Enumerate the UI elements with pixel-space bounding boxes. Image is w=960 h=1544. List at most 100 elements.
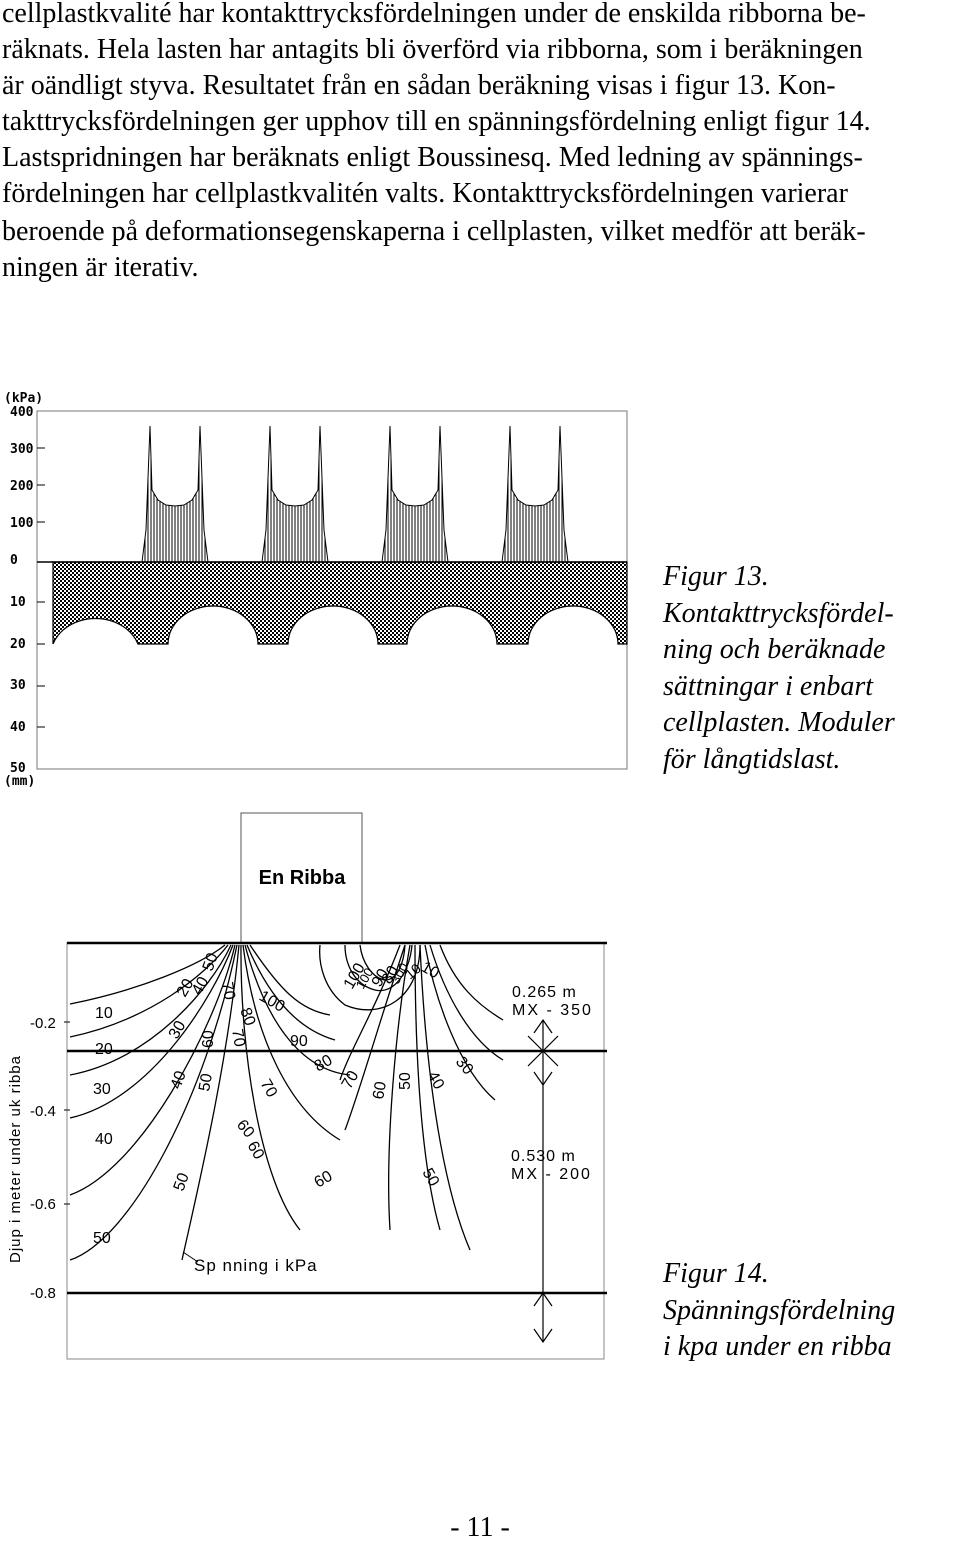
body-line: ningen är iterativ.: [2, 252, 199, 283]
contour-line: [69, 944, 229, 1038]
contour-label: 20: [95, 1041, 113, 1058]
contour-label: 80: [236, 1006, 258, 1029]
dimension-arrow-up: [533, 1291, 553, 1307]
rib-box: [240, 812, 363, 944]
contour-label: 10: [95, 1005, 113, 1022]
contour-label: 50: [419, 1166, 443, 1190]
stress-leader-line: [182, 1251, 199, 1263]
contour-line: [244, 944, 351, 1076]
contour-label: 60: [200, 1030, 217, 1048]
rib-label: En Ribba: [259, 867, 347, 889]
contour-line: [424, 944, 496, 1101]
contour-label: 60: [370, 1080, 390, 1101]
figure-13-caption-line: ning och beräknade: [663, 634, 886, 665]
figure-13-caption-line: Figur 13.: [663, 561, 769, 592]
dimension-1-max: MX - 350: [512, 1002, 593, 1019]
settlement-tick-30: 30: [10, 678, 26, 693]
body-line: takttrycksfördelningen ger upphov till e…: [2, 106, 871, 137]
figure-14-caption-line: i kpa under en ribba: [663, 1331, 892, 1362]
dimension-arrow-up: [533, 1018, 553, 1034]
dimension-2-depth: 0.530 m: [511, 1148, 576, 1165]
pressure-tick-0: 0: [10, 553, 18, 568]
contour-line: [344, 944, 413, 992]
depth-tick-0-4: -0.4: [30, 1103, 56, 1120]
contour-label: 30: [93, 1081, 111, 1098]
contour-line: [339, 944, 401, 1081]
figure-13-caption-line: för långtidslast.: [663, 743, 841, 775]
settlement-tick-40: 40: [10, 720, 26, 735]
figure-13-caption-line: cellplasten. Moduler: [663, 707, 895, 738]
contour-label: 90: [290, 1033, 308, 1050]
contour-line: [181, 944, 240, 1261]
contact-pressure-series: [112, 425, 569, 563]
contour-label: 40: [168, 1069, 190, 1092]
dimension-tick: [527, 1035, 559, 1067]
contour-label: 20: [174, 976, 198, 1000]
figure-14-caption-line: Figur 14.: [663, 1258, 769, 1289]
settlement-profile: [52, 561, 628, 645]
contour-lines: [69, 944, 504, 1261]
contour-line: [419, 944, 471, 1251]
pressure-tick-400: 400: [10, 405, 34, 420]
settlement-unit-label: (mm): [4, 774, 35, 789]
dimension-1-depth: 0.265 m: [512, 984, 577, 1001]
body-line: fördelningen har cellplastkvalitén valts…: [2, 178, 848, 209]
contact-pressure-peak-4: [501, 425, 569, 563]
contour-line: [388, 944, 411, 1231]
contour-label: 70: [218, 981, 238, 1002]
figure-14-caption-line: Spänningsfördelning: [663, 1294, 896, 1326]
contact-pressure-peak-3: [381, 425, 449, 563]
contour-label: 10: [418, 959, 442, 983]
dimension-2-max: MX - 200: [511, 1166, 592, 1183]
contour-label: 90: [369, 966, 393, 990]
contour-label: 70: [339, 1068, 363, 1092]
contour-line: [69, 944, 226, 1005]
contour-label: 40: [95, 1131, 113, 1148]
depth-tick-0-6: -0.6: [30, 1196, 56, 1213]
contour-label: 40: [189, 974, 213, 998]
contour-label: 50: [171, 1171, 193, 1194]
dimension-markers: [527, 1018, 559, 1344]
figure-14-caption: Figur 14. Spänningsfördelning i kpa unde…: [663, 1256, 895, 1366]
contour-line: [240, 944, 301, 1231]
contour-label: 80: [312, 1052, 336, 1076]
contour-line: [249, 944, 331, 1016]
body-line: räknats. Hela lasten har antagits bli öv…: [2, 34, 863, 65]
contact-pressure-peak-1: [112, 425, 209, 563]
depth-tick-0-8: -0.8: [30, 1285, 56, 1302]
contour-label: 50: [196, 1072, 216, 1093]
figure-13-caption-line: sättningar i enbart: [663, 670, 874, 702]
contour-line: [69, 944, 232, 1076]
body-line: cellplastkvalité har kontakttrycksfördel…: [2, 0, 866, 29]
figure-13-caption: Figur 13. Kontakttrycksfördel- ning och …: [663, 559, 895, 778]
contour-line: [414, 944, 441, 1231]
pressure-tick-200: 200: [10, 479, 34, 494]
contour-label: 80: [379, 963, 403, 987]
contour-line: [246, 944, 336, 1041]
settlement-tick-50: 50: [10, 761, 26, 776]
body-line: Lastspridningen har beräknats enligt Bou…: [2, 142, 863, 173]
contour-line: [69, 944, 234, 1119]
contour-label: 60: [233, 1117, 258, 1142]
contact-pressure-peak-2: [261, 425, 329, 563]
contour-label: 30: [166, 1018, 190, 1042]
contour-label: 70: [257, 1077, 281, 1101]
contour-label: 60: [244, 1139, 268, 1163]
y-axis-label: Djup i meter under uk ribba: [7, 1055, 24, 1263]
pressure-tick-300: 300: [10, 442, 34, 457]
contour-label: 60: [312, 1168, 336, 1192]
contour-label: 70: [228, 1028, 248, 1049]
contour-label: 40: [424, 1069, 448, 1093]
settlement-tick-20: 20: [10, 637, 26, 652]
body-line: beroende på deformationsegenskaperna i c…: [2, 216, 866, 247]
contour-labels: 10 20 30 40 50 60 70 80 90 100 20 30 40 …: [93, 951, 476, 1247]
depth-tick-0-2: -0.2: [30, 1015, 56, 1032]
body-line: är oändligt styva. Resultatet från en så…: [2, 70, 836, 101]
contour-label: 50: [200, 951, 222, 974]
dimension-arrow-down: [533, 1328, 553, 1344]
pressure-tick-100: 100: [10, 516, 34, 531]
page-number: - 11 -: [450, 1512, 510, 1543]
contour-line: [344, 944, 406, 1131]
contour-line: [242, 944, 341, 1141]
